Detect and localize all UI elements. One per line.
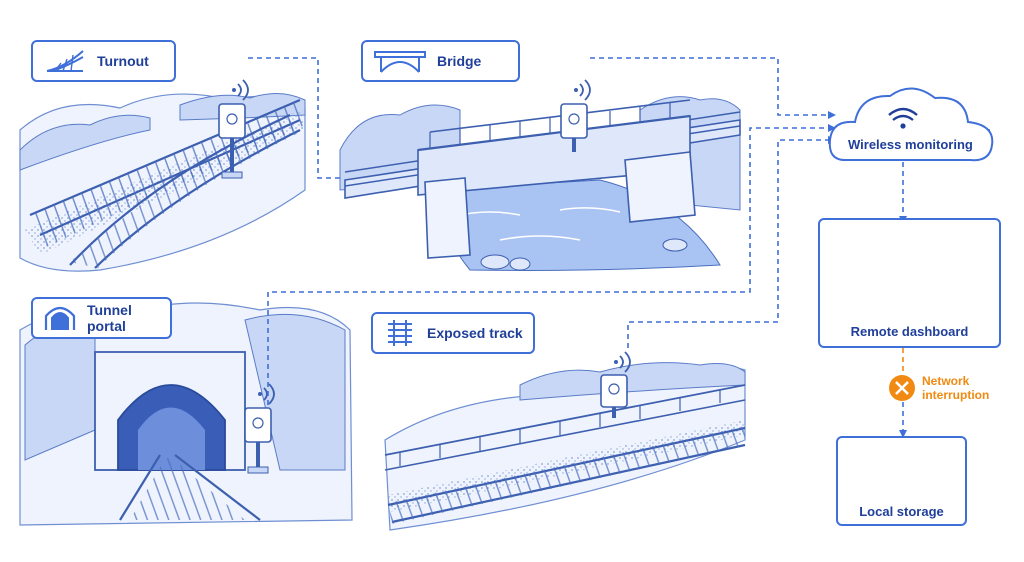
bridge-scene — [339, 96, 741, 271]
turnout-icon — [46, 50, 84, 72]
turnout-label: Turnout — [31, 40, 176, 82]
error-x-icon — [889, 375, 915, 401]
tunnel-icon — [44, 306, 76, 330]
connector-track-wireless — [627, 139, 828, 348]
turnout-scene — [19, 93, 306, 272]
bridge-text: Bridge — [437, 53, 482, 69]
network-interruption-text: Network interruption — [922, 374, 990, 402]
tunnel-sensor — [244, 383, 275, 474]
remote-dashboard-node: Remote dashboard — [818, 218, 1001, 348]
connector-turnout-wireless — [248, 57, 342, 179]
exposed-track-label: Exposed track — [371, 312, 535, 354]
exposed-track-sensor — [600, 351, 631, 418]
bridge-sensor — [560, 79, 591, 152]
arrowhead-to-wireless-1 — [828, 111, 836, 119]
local-storage-node: Local storage — [836, 436, 967, 526]
wifi-cloud-icon — [888, 107, 918, 129]
connector-lines — [248, 57, 991, 432]
wireless-monitoring-text: Wireless monitoring — [848, 137, 973, 152]
wireless-cloud — [828, 87, 994, 162]
turnout-text: Turnout — [97, 53, 149, 69]
connector-tunnel-wireless — [267, 127, 828, 405]
tunnel-portal-text: Tunnel portal — [87, 302, 132, 334]
exposed-track-scene — [384, 362, 746, 531]
tunnel-scene — [19, 302, 353, 526]
connector-bridge-wireless — [590, 57, 828, 116]
exposed-track-text: Exposed track — [427, 325, 523, 341]
bridge-label: Bridge — [361, 40, 520, 82]
tunnel-portal-label: Tunnel portal — [31, 297, 172, 339]
bridge-icon — [374, 51, 426, 73]
arrowhead-to-storage — [899, 430, 907, 438]
arrowhead-to-wireless-2 — [828, 124, 836, 132]
turnout-sensor — [218, 79, 249, 179]
remote-dashboard-text: Remote dashboard — [850, 324, 969, 339]
track-icon — [388, 320, 412, 346]
local-storage-text: Local storage — [859, 504, 944, 519]
